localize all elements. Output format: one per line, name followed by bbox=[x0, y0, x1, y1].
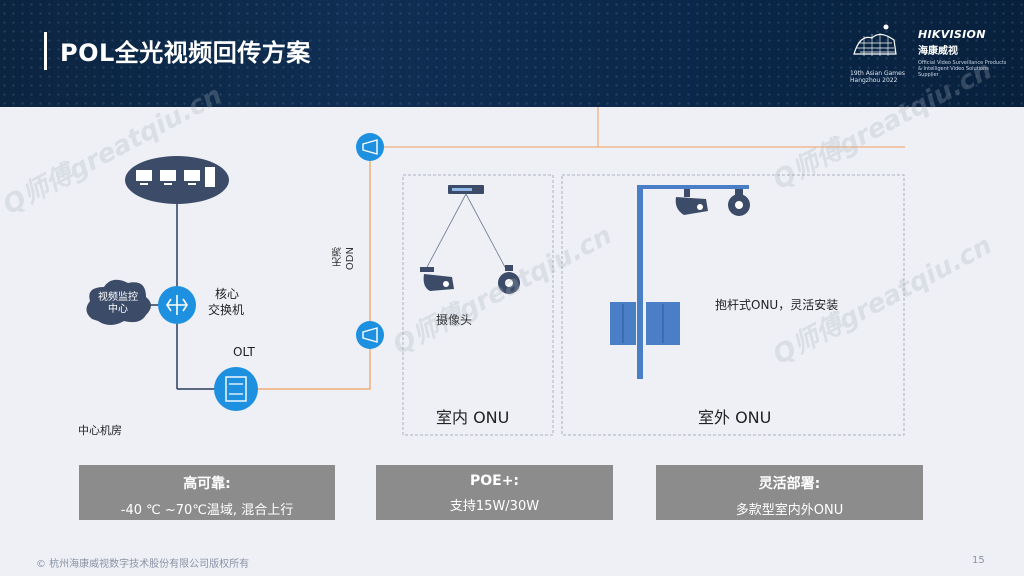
asian-games-text: 19th Asian Games Hangzhou 2022 bbox=[850, 70, 905, 84]
pole-arm-icon bbox=[643, 185, 749, 189]
bullet-camera-icon bbox=[420, 267, 454, 291]
splitter-top-symbol bbox=[362, 139, 378, 155]
page-title: POL全光视频回传方案 bbox=[60, 39, 311, 67]
hikvision-subtitle: Official Video Surveillance Products & I… bbox=[918, 60, 1007, 78]
server-computers-icon bbox=[136, 167, 215, 187]
asian-games-emblem-icon bbox=[853, 24, 897, 56]
olt-label: OLT bbox=[233, 345, 255, 359]
outdoor-onu-box bbox=[561, 174, 905, 436]
card-desc: 多款型室内外ONU bbox=[735, 503, 844, 518]
indoor-onu-label: 室内 ONU bbox=[436, 408, 510, 427]
feature-card-reliability: 高可靠: -40 ℃ ~70℃温域, 混合上行 bbox=[79, 465, 335, 520]
hikvision-cn-name: 海康威视 bbox=[918, 46, 958, 57]
pole-onu-label: 抱杆式ONU，灵活安装 bbox=[715, 298, 839, 312]
copyright-footer: © 杭州海康威视数字技术股份有限公司版权所有 bbox=[36, 559, 250, 570]
splitter-bottom-symbol bbox=[362, 327, 378, 343]
hikvision-logo: HIKVISION 海康威视 Official Video Surveillan… bbox=[918, 28, 1008, 78]
camera-label: 摄像头 bbox=[436, 313, 473, 327]
diagram-canvas bbox=[86, 107, 905, 436]
pole-icon bbox=[637, 185, 643, 379]
page-number: 15 bbox=[972, 555, 985, 566]
indoor-link-right bbox=[465, 193, 507, 270]
header-pattern bbox=[0, 0, 1024, 107]
olt-lines-icon bbox=[229, 383, 243, 395]
server-cloud bbox=[125, 156, 229, 204]
card-title: 高可靠: bbox=[183, 476, 231, 492]
asian-games-logo: 19th Asian Games Hangzhou 2022 bbox=[846, 16, 908, 86]
core-switch-label-line1: 核心 bbox=[215, 287, 240, 301]
switch-arrows-icon bbox=[166, 295, 188, 315]
splitter-bottom-icon bbox=[356, 321, 384, 349]
feature-card-deployment: 灵活部署: 多款型室内外ONU bbox=[656, 465, 923, 520]
card-title: 灵活部署: bbox=[758, 476, 821, 492]
core-switch-label-line2: 交换机 bbox=[208, 303, 245, 317]
indoor-link-left bbox=[425, 193, 467, 270]
olt-icon bbox=[214, 367, 258, 411]
fiber-olt-splitter bbox=[258, 335, 371, 390]
network-diagram: 视频监控中心 核心 交换机 OLT 中心机房 无源 ODN 摄像头 抱杆式ONU… bbox=[0, 107, 1024, 467]
outdoor-dome-camera-icon bbox=[728, 189, 750, 216]
passive-odn-label-line1: 无源 bbox=[333, 247, 344, 267]
outdoor-bullet-camera-icon bbox=[675, 189, 708, 215]
feature-card-poe: POE+: 支持15W/30W bbox=[376, 465, 613, 520]
outdoor-onu-label: 室外 ONU bbox=[698, 408, 772, 427]
dome-camera-icon bbox=[498, 265, 520, 294]
card-desc: 支持15W/30W bbox=[449, 499, 540, 514]
card-title: POE+: bbox=[469, 473, 520, 489]
splitter-top-icon bbox=[356, 133, 384, 161]
indoor-onu-led bbox=[452, 188, 472, 191]
monitoring-center-cloud bbox=[86, 279, 151, 325]
indoor-onu-box bbox=[402, 174, 554, 436]
passive-odn-label-line2: ODN bbox=[345, 247, 356, 271]
olt-device-icon bbox=[225, 376, 247, 402]
center-room-label: 中心机房 bbox=[78, 424, 122, 437]
title-accent-bar bbox=[44, 32, 47, 70]
card-desc: -40 ℃ ~70℃温域, 混合上行 bbox=[120, 503, 294, 518]
hikvision-name: HIKVISION bbox=[918, 28, 986, 41]
header-banner: POL全光视频回传方案 19th Asian Games Hangzhou 20… bbox=[0, 0, 1024, 107]
monitoring-center-label: 视频监控中心 bbox=[98, 292, 138, 315]
